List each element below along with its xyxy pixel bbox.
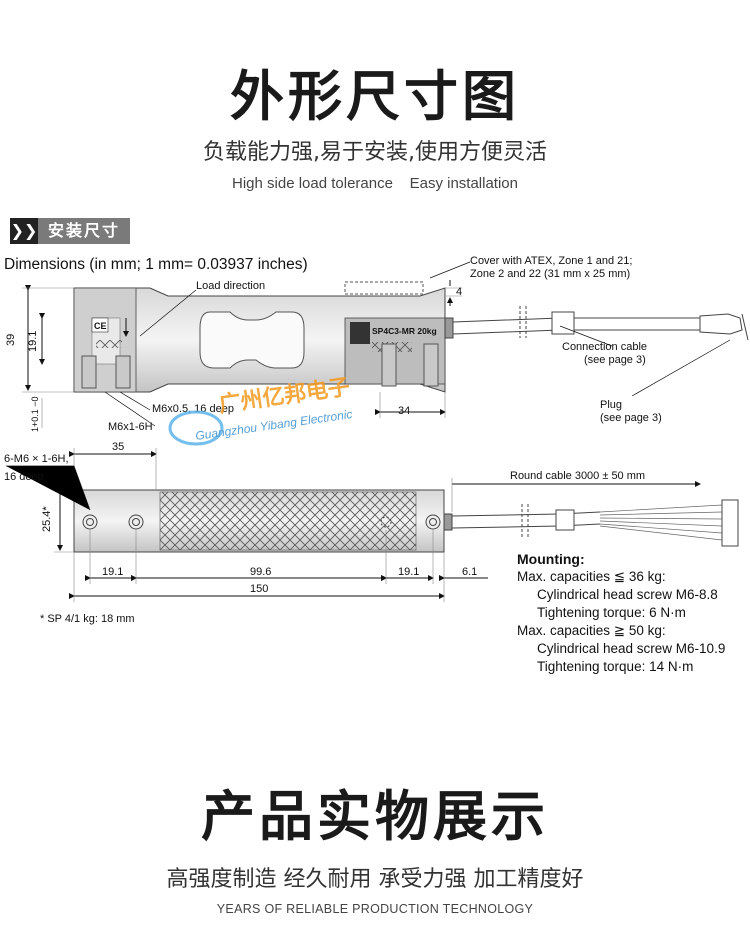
dim-4-label: 4 bbox=[456, 286, 462, 298]
dim-25-4-label: 25.4* bbox=[41, 506, 53, 532]
cover-note-line2: Zone 2 and 22 (31 mm x 25 mm) bbox=[470, 268, 630, 280]
dim-19-1-b-label: 19.1 bbox=[398, 566, 419, 578]
cover-note-line1: Cover with ATEX, Zone 1 and 21; bbox=[470, 255, 632, 267]
dimensions-note: Dimensions (in mm; 1 mm= 0.03937 inches) bbox=[4, 256, 308, 273]
load-direction-label: Load direction bbox=[196, 280, 265, 292]
mounting-line: Tightening torque: 14 N·m bbox=[537, 659, 694, 674]
plug-line2: (see page 3) bbox=[600, 412, 662, 424]
double-chevron-icon: ❯❯ bbox=[10, 218, 38, 244]
mounting-line: Cylindrical head screw M6-10.9 bbox=[537, 641, 726, 656]
ce-mark-icon: CE bbox=[94, 321, 107, 331]
install-dimensions-badge: ❯❯ 安装尺寸 bbox=[10, 218, 131, 244]
dim-6-1-label: 6.1 bbox=[462, 566, 477, 578]
plug-line1: Plug bbox=[600, 399, 622, 411]
dim-150-label: 150 bbox=[250, 583, 268, 595]
round-cable-label: Round cable 3000 ± 50 mm bbox=[510, 470, 645, 482]
section-subtitle-en: High side load tolerance Easy installati… bbox=[232, 175, 518, 192]
mounting-line: Max. capacities ≦ 36 kg: bbox=[517, 569, 666, 584]
dim-99-6-label: 99.6 bbox=[250, 566, 271, 578]
dim-19-1-a-label: 19.1 bbox=[102, 566, 123, 578]
section-subtitle-cn: 负载能力强,易于安装,使用方便灵活 bbox=[203, 140, 547, 165]
connection-cable-line2: (see page 3) bbox=[584, 354, 646, 366]
footnote: * SP 4/1 kg: 18 mm bbox=[40, 613, 135, 625]
thread-label-2: M6x1-6H bbox=[108, 421, 153, 433]
model-label: SP4C3-MR 20kg bbox=[372, 326, 437, 336]
dim-tolerance-label: 1+0.1 −0 bbox=[30, 396, 40, 432]
dim-39-label: 39 bbox=[5, 334, 17, 346]
section2-title: 产品实物展示 bbox=[201, 785, 549, 848]
plan-view bbox=[6, 448, 739, 602]
holes-line1: 6-M6 × 1-6H, bbox=[4, 453, 69, 465]
badge-label: 安装尺寸 bbox=[38, 218, 131, 244]
thread-label-1: M6x0.5, 16 deep bbox=[152, 403, 234, 415]
technical-drawing: CE bbox=[4, 255, 749, 625]
holes-line2: 16 deep bbox=[4, 471, 44, 483]
connection-cable-line1: Connection cable bbox=[562, 341, 647, 353]
mounting-notes: Mounting: Max. capacities ≦ 36 kg: Cylin… bbox=[517, 550, 725, 676]
dim-19-1-vertical-label: 19.1 bbox=[27, 331, 39, 352]
side-view: CE bbox=[22, 261, 749, 428]
section-title: 外形尺寸图 bbox=[230, 65, 520, 128]
section2-subtitle-en: YEARS OF RELIABLE PRODUCTION TECHNOLOGY bbox=[216, 902, 534, 916]
mounting-line: Tightening torque: 6 N·m bbox=[537, 605, 686, 620]
dim-35-label: 35 bbox=[112, 441, 124, 453]
mounting-heading: Mounting: bbox=[517, 551, 585, 567]
mounting-line: Max. capacities ≧ 50 kg: bbox=[517, 623, 666, 638]
mounting-line: Cylindrical head screw M6-8.8 bbox=[537, 587, 718, 602]
section2-subtitle-cn: 高强度制造 经久耐用 承受力强 加工精度好 bbox=[166, 867, 584, 892]
dim-34-label: 34 bbox=[398, 405, 410, 417]
